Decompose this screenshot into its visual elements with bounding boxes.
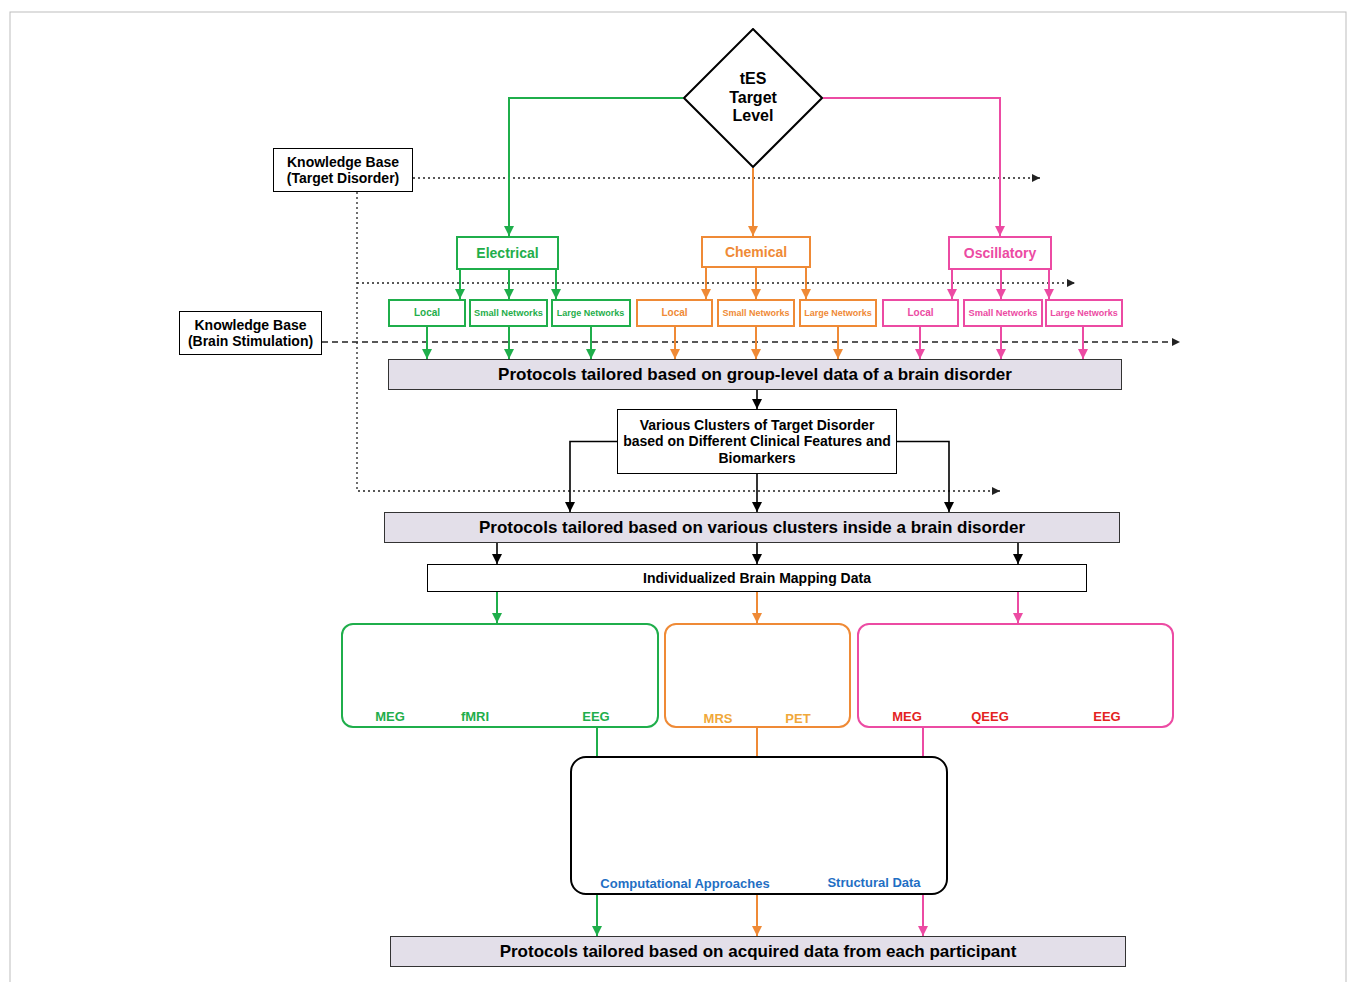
connector-arrow — [756, 474, 758, 512]
panel-label: PET — [785, 712, 810, 727]
modality-panel: MEG QEEG EEG — [857, 623, 1174, 728]
modality-panel: MEG fMRI EEG — [341, 623, 659, 728]
node-label: Local — [414, 307, 440, 319]
node-label: Local — [907, 307, 933, 319]
node-label: Chemical — [725, 244, 787, 260]
modality-panel: MRS PET — [664, 623, 851, 728]
protocol-band: Protocols tailored based on group-level … — [388, 359, 1122, 390]
node-label: tES Target Level — [722, 70, 784, 125]
node-label: Small Networks — [474, 308, 543, 319]
node-label: Oscillatory — [964, 245, 1036, 261]
connector-arrow — [951, 270, 953, 299]
connector-arrow — [570, 442, 617, 513]
protocol-band: Protocols tailored based on various clus… — [384, 512, 1120, 543]
panel-label: QEEG — [971, 710, 1009, 725]
node-label: Large Networks — [1050, 308, 1118, 318]
page-frame — [10, 12, 1346, 982]
node-label: Knowledge Base (Target Disorder) — [277, 154, 409, 186]
connector-arrow — [509, 98, 683, 236]
knowledge-lines — [322, 178, 1180, 491]
category-box: Electrical — [456, 236, 559, 270]
level-box: Local — [636, 299, 713, 327]
connector-arrow — [756, 390, 758, 409]
protocol-band: Protocols tailored based on acquired dat… — [390, 936, 1126, 967]
cluster-box: Various Clusters of Target Disorder base… — [617, 409, 897, 474]
level-box: Local — [388, 299, 466, 327]
connector-arrow — [756, 728, 758, 756]
connector-arrow — [897, 442, 949, 513]
connector-arrow — [459, 270, 461, 299]
connector-arrow — [823, 98, 1000, 236]
connector-arrow — [705, 268, 707, 299]
connector-arrow — [1000, 270, 1002, 299]
connector-arrow — [426, 327, 428, 359]
connector-arrow — [756, 895, 758, 936]
connector-arrow — [1082, 327, 1084, 359]
connector-arrow — [837, 327, 839, 359]
node-label: Knowledge Base (Brain Stimulation) — [183, 317, 318, 349]
connector-arrow — [755, 327, 757, 359]
category-box: Oscillatory — [948, 236, 1052, 270]
node-label: Local — [661, 307, 687, 319]
level-box: Small Networks — [963, 299, 1043, 327]
connector-arrow — [922, 728, 924, 756]
node-label: Protocols tailored based on acquired dat… — [500, 942, 1017, 962]
node-label: Various Clusters of Target Disorder base… — [621, 417, 893, 465]
node-label: Small Networks — [722, 308, 789, 318]
node-label: Large Networks — [557, 308, 625, 318]
panel-label: Structural Data — [827, 876, 920, 891]
connector-arrow — [756, 543, 758, 564]
node-label: Small Networks — [969, 308, 1038, 319]
connector-arrow — [1048, 270, 1050, 299]
connector-arrow — [1000, 327, 1002, 359]
connector-arrow — [1017, 592, 1019, 623]
connector-arrow — [496, 592, 498, 623]
panel-label: MEG — [892, 710, 922, 725]
connector-arrow — [919, 327, 921, 359]
connector-arrow — [590, 327, 592, 359]
connector-arrow — [674, 327, 676, 359]
node-label: Protocols tailored based on group-level … — [498, 365, 1012, 385]
connector-arrow — [805, 268, 807, 299]
knowledge-box: Knowledge Base (Target Disorder) — [273, 148, 413, 192]
knowledge-box: Knowledge Base (Brain Stimulation) — [179, 311, 322, 355]
level-box: Small Networks — [469, 299, 548, 327]
method-box: Computational Approaches Structural Data — [570, 756, 948, 895]
connector-arrow — [756, 592, 758, 623]
mapping-box: Individualized Brain Mapping Data — [427, 564, 1087, 592]
connector-arrow — [508, 270, 510, 299]
connector-arrow — [755, 268, 757, 299]
level-box: Large Networks — [551, 299, 631, 327]
connector-arrow — [752, 168, 754, 236]
connector-arrow — [596, 728, 598, 756]
connector-arrow — [496, 543, 498, 564]
decision-diamond: tES Target Level — [683, 28, 823, 168]
connector-arrow — [555, 270, 557, 299]
level-box: Large Networks — [1045, 299, 1123, 327]
panel-label: MRS — [704, 712, 733, 727]
node-label: Electrical — [476, 245, 538, 261]
level-box: Small Networks — [717, 299, 795, 327]
connector-arrow — [596, 895, 598, 936]
category-box: Chemical — [701, 236, 811, 268]
panel-label: Computational Approaches — [600, 877, 769, 892]
level-box: Large Networks — [799, 299, 877, 327]
connector-arrow — [1017, 543, 1019, 564]
node-label: Large Networks — [804, 308, 872, 318]
panel-label: fMRI — [461, 710, 489, 725]
level-box: Local — [882, 299, 959, 327]
panel-label: EEG — [582, 710, 609, 725]
panel-label: EEG — [1093, 710, 1120, 725]
connector-arrow — [508, 327, 510, 359]
node-label: Protocols tailored based on various clus… — [479, 518, 1025, 538]
node-label: Individualized Brain Mapping Data — [643, 570, 871, 586]
connector-arrow — [922, 895, 924, 936]
panel-label: MEG — [375, 710, 405, 725]
